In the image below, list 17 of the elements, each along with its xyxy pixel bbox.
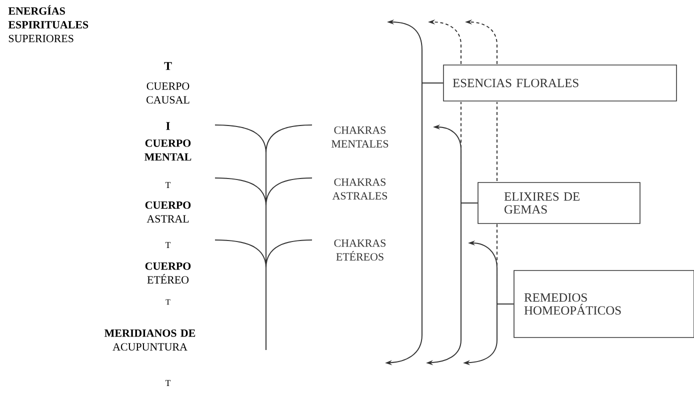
- remedy-box: REMEDIOS HOMEOPÁTICOS: [514, 270, 694, 338]
- level-marker: T: [165, 380, 171, 386]
- level-label: CHAKRAS ASTRALES: [332, 178, 388, 200]
- level-label: CUERPO ETÉREO: [145, 262, 191, 284]
- level-marker: I: [166, 122, 170, 130]
- level-label: CUERPO ASTRAL: [145, 201, 191, 223]
- level-label: CHAKRAS ETÉREOS: [334, 239, 386, 261]
- level-label: MERIDIANOS DE ACUPUNTURA: [104, 329, 196, 351]
- level-label: CUERPO MENTAL: [144, 140, 192, 160]
- level-label: CHAKRAS MENTALES: [332, 126, 388, 148]
- level-marker: T: [164, 62, 172, 70]
- level-label: CUERPO CAUSAL: [146, 82, 190, 104]
- remedy-box: ELIXIRES DE GEMAS: [478, 182, 640, 224]
- level-label: ENERGÍAS ESPIRITUALES SUPERIORES: [8, 5, 88, 42]
- remedy-box: ESENCIAS FLORALES: [443, 64, 677, 102]
- level-marker: T: [165, 182, 171, 188]
- level-marker: T: [165, 242, 171, 248]
